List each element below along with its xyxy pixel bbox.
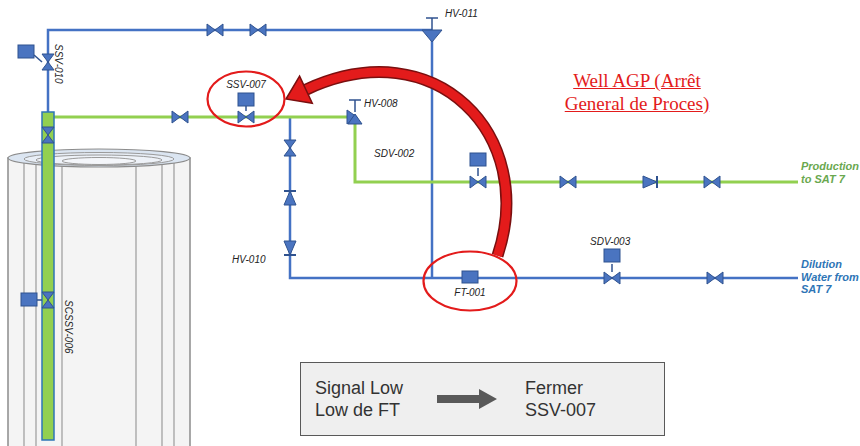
callout-title: Well AGP (Arrêt General de Proces) bbox=[548, 70, 726, 116]
circle-outline bbox=[422, 250, 518, 312]
valve-symbols bbox=[18, 18, 723, 308]
valve-tag: SSV-010 bbox=[53, 44, 65, 84]
valve-tag: HV-008 bbox=[364, 98, 398, 110]
highlight-circle: FT-001 bbox=[422, 250, 518, 312]
valve-tag: HV-011 bbox=[445, 8, 478, 20]
logic-text: Signal Low Low de FT bbox=[315, 377, 427, 422]
valve-tag: SDV-003 bbox=[590, 236, 630, 248]
stream-label: Dilution Water from SAT 7 bbox=[801, 258, 859, 296]
logic-arrow bbox=[435, 387, 499, 411]
highlight-circle: SSV-007 bbox=[206, 70, 286, 128]
logic-box: Signal Low Low de FT Fermer SSV-007 bbox=[300, 362, 665, 436]
valve-tag: FT-001 bbox=[454, 287, 485, 298]
well-casing bbox=[8, 149, 190, 446]
green-piping bbox=[54, 117, 798, 182]
valve-tag: HV-010 bbox=[232, 254, 266, 266]
valve-tag: SDV-002 bbox=[374, 148, 414, 160]
valve-tag: SSV-007 bbox=[226, 79, 266, 90]
production-tubing bbox=[42, 112, 54, 440]
blue-piping bbox=[48, 30, 798, 278]
valve-tag: SCSSV-006 bbox=[63, 300, 75, 354]
logic-text: Fermer SSV-007 bbox=[525, 377, 625, 422]
circle-outline bbox=[206, 70, 286, 128]
stream-label: Production to SAT 7 bbox=[801, 160, 859, 185]
trip-arrow bbox=[286, 72, 506, 255]
